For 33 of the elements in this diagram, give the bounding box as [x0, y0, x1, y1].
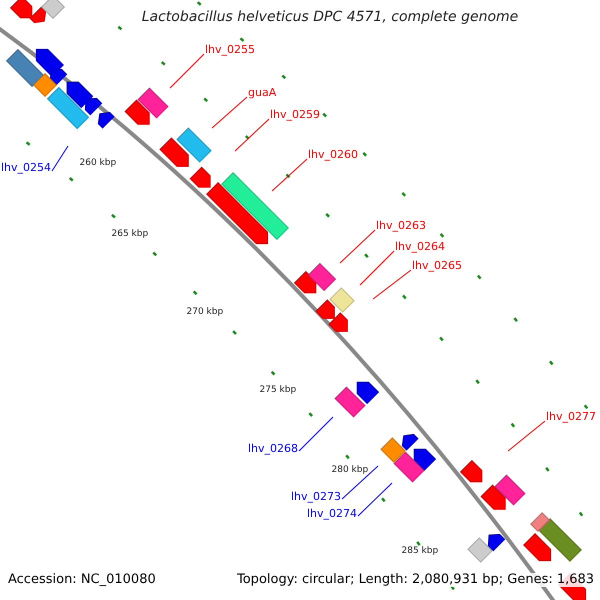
- leader-line: [272, 158, 308, 192]
- gene-label: lhv_0273: [291, 490, 342, 504]
- footer-note: Topology: circular; Length: 2,080,931 bp; Genes: 1,683: [237, 573, 594, 587]
- leader-line: [508, 420, 546, 452]
- gene-label: guaA: [248, 86, 276, 100]
- gene-label: lhv_0260: [308, 148, 358, 162]
- leader-line: [212, 96, 248, 128]
- scale-label: 285 kbp: [402, 545, 438, 558]
- leader-line: [234, 118, 270, 152]
- gene-label: lhv_0274: [307, 507, 358, 521]
- leader-line: [298, 416, 334, 452]
- scale-label: 265 kbp: [112, 228, 148, 241]
- gene-label: lhv_0259: [270, 108, 320, 122]
- leader-line: [52, 146, 68, 172]
- gene-label: lhv_0254: [1, 161, 52, 175]
- leader-line: [358, 482, 392, 516]
- scale-label: 275 kbp: [260, 384, 296, 397]
- gene-label: lhv_0265: [412, 259, 462, 273]
- footer-note: Accession: NC_010080: [8, 573, 156, 587]
- gene-label: lhv_0268: [248, 442, 298, 456]
- leader-line: [360, 250, 394, 286]
- gene-label: lhv_0263: [376, 219, 426, 233]
- scale-label: 260 kbp: [80, 157, 116, 170]
- gene-label: lhv_0264: [395, 240, 446, 254]
- leader-line: [170, 54, 204, 88]
- gene-label: lhv_0277: [546, 410, 596, 424]
- scale-label: 280 kbp: [332, 464, 368, 477]
- scale-label: 270 kbp: [186, 306, 224, 319]
- gene-label: lhv_0255: [205, 43, 256, 57]
- leader-line: [342, 466, 378, 500]
- diagram-title: Lactobacillus helveticus DPC 4571, complete genome: [140, 10, 520, 24]
- leader-line: [340, 230, 376, 264]
- leader-line: [372, 270, 412, 300]
